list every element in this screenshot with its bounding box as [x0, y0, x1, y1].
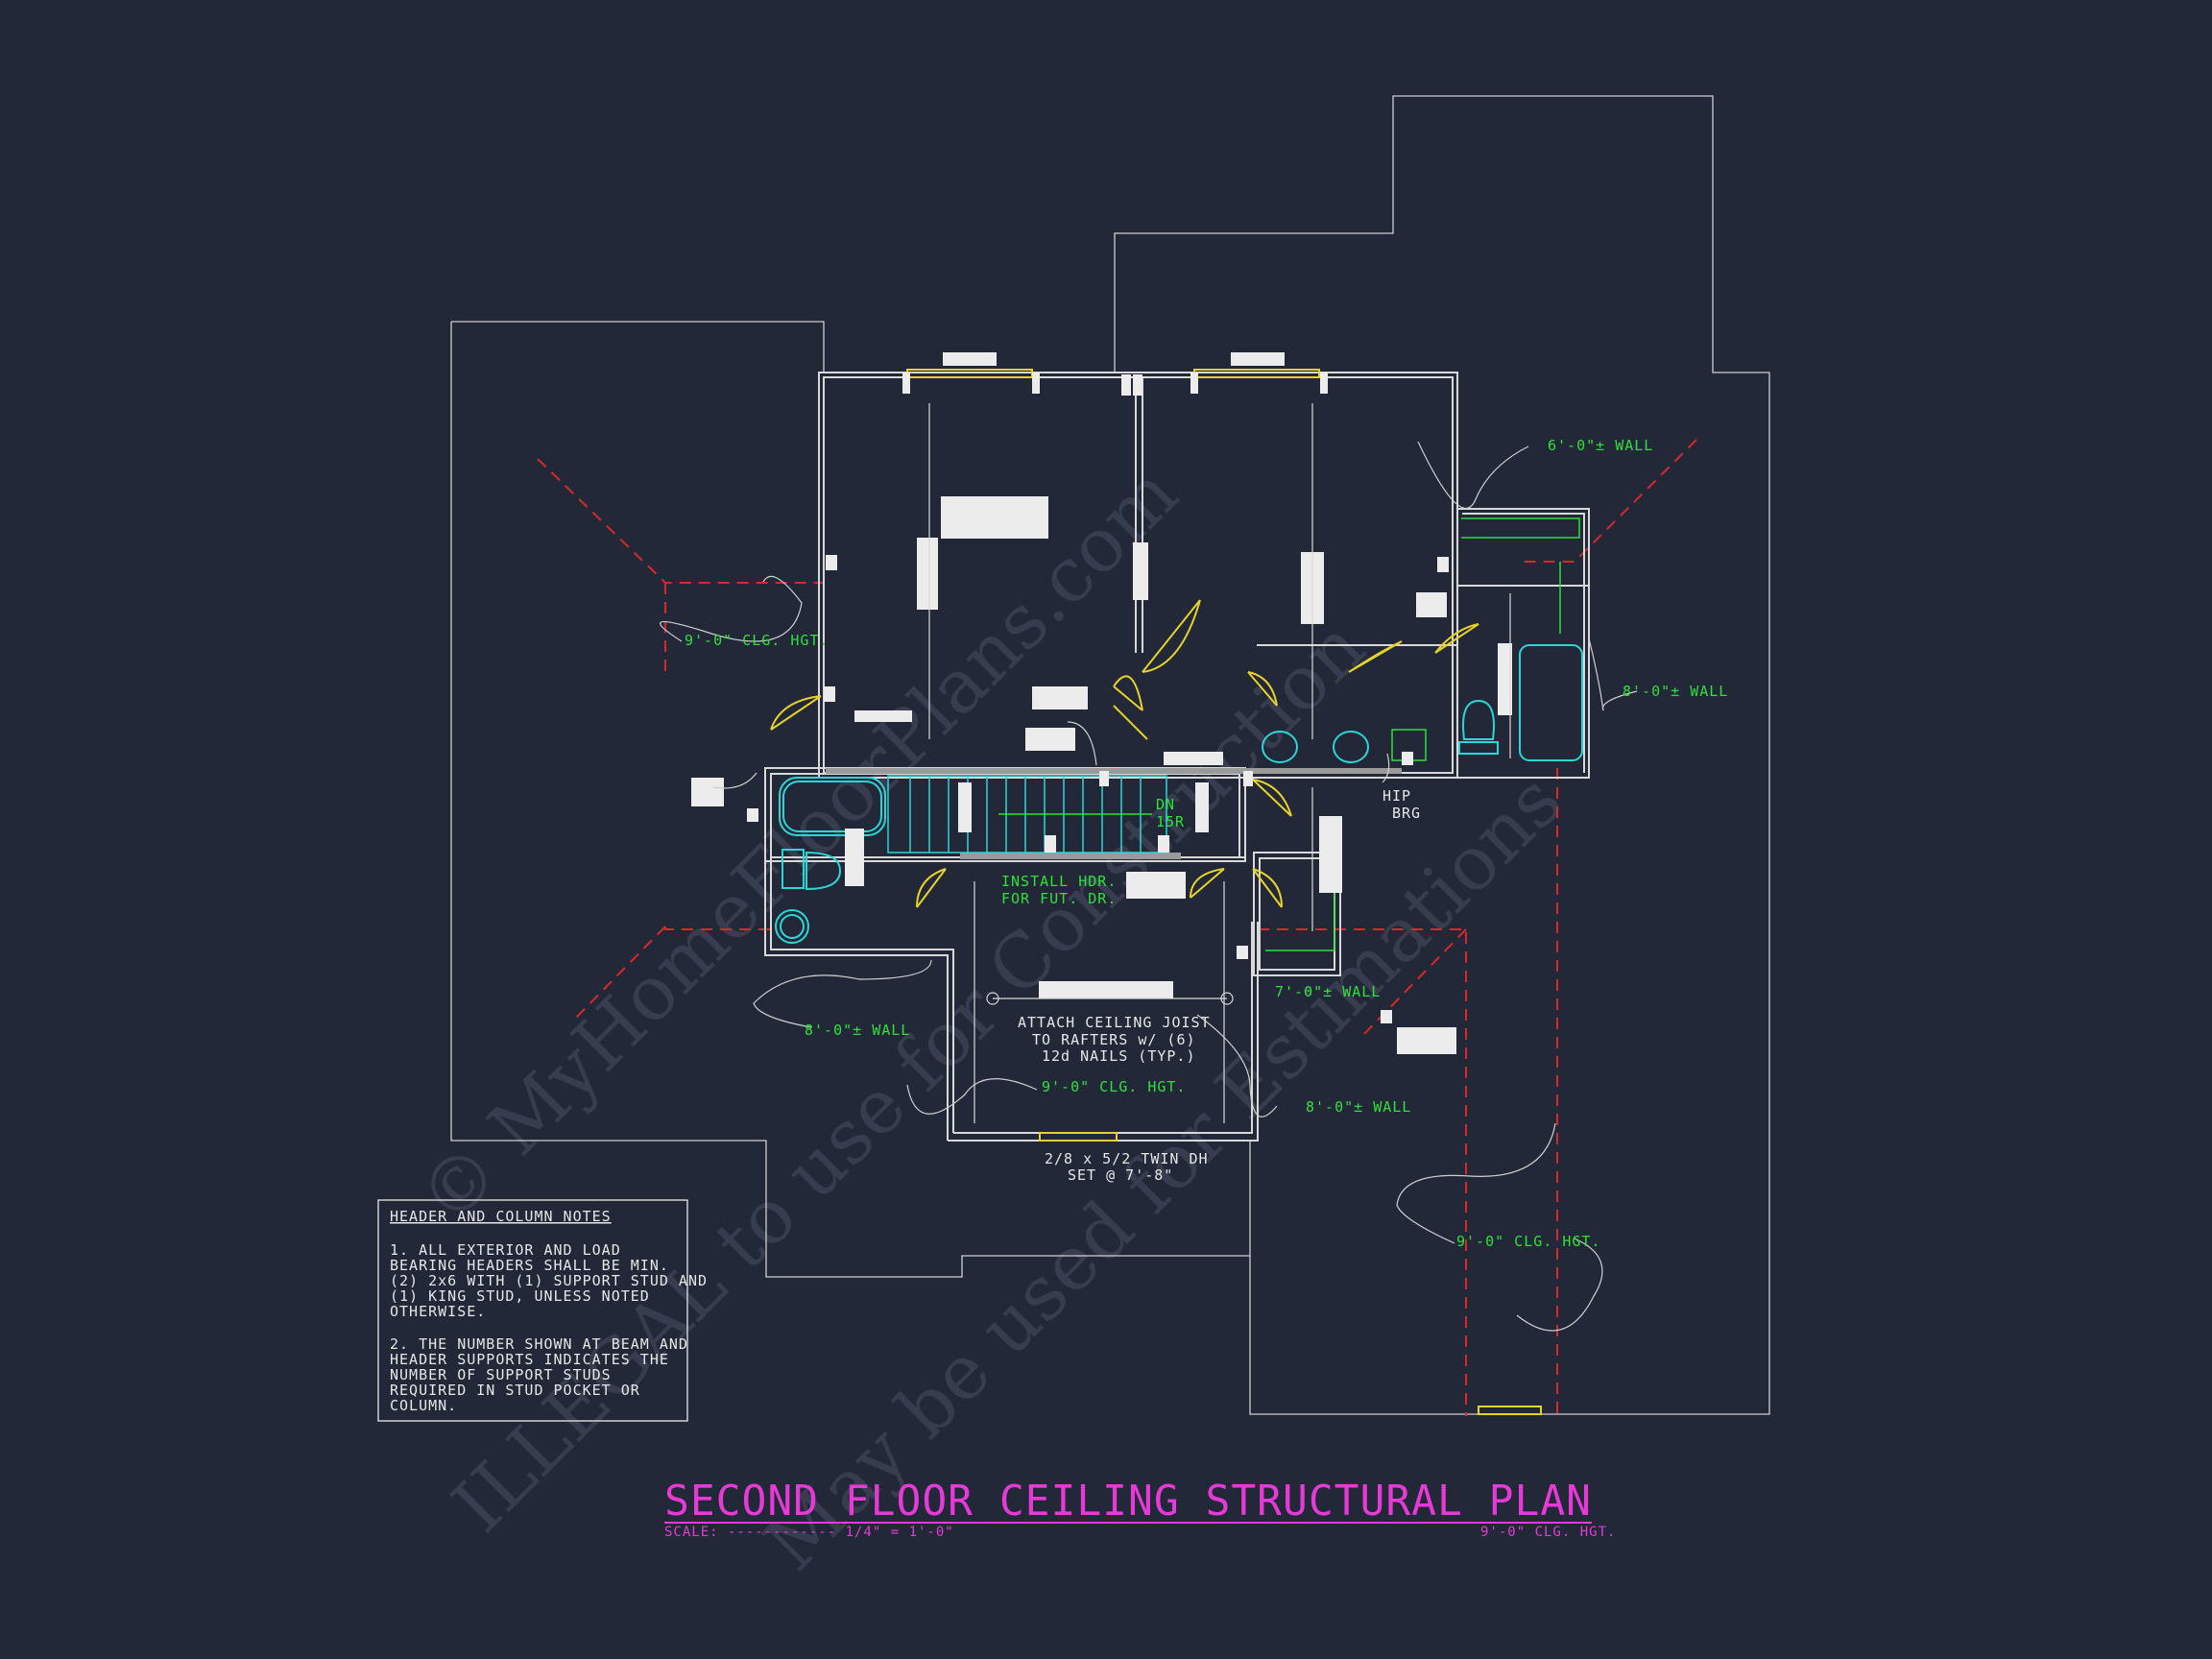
hip-label-1: HIP [1382, 787, 1411, 805]
leader-lines [660, 441, 1638, 1332]
span-arrows [928, 403, 1511, 1123]
attach-label-3: 12d NAILS (TYP.) [1042, 1047, 1196, 1065]
wall-8-left-label: 8'-0"± WALL [805, 1022, 910, 1039]
notes-box: HEADER AND COLUMN NOTES 1. ALL EXTERIOR … [377, 1199, 708, 1422]
plan-title: SECOND FLOOR CEILING STRUCTURAL PLAN [664, 1477, 1592, 1526]
title-block: SECOND FLOOR CEILING STRUCTURAL PLAN SCA… [664, 1477, 1616, 1540]
note1-line-4: (1) KING STUD, UNLESS NOTED [390, 1287, 650, 1305]
note2-line-1: 2. THE NUMBER SHOWN AT BEAM AND [390, 1335, 688, 1353]
install-hdr-label-2: FOR FUT. DR. [1001, 890, 1117, 907]
note1-line-5: OTHERWISE. [390, 1303, 486, 1320]
install-hdr-label-1: INSTALL HDR. [1001, 873, 1117, 890]
note1-line-3: (2) 2x6 WITH (1) SUPPORT STUD AND [390, 1272, 708, 1289]
note2-line-5: COLUMN. [390, 1397, 457, 1414]
attach-label-1: ATTACH CEILING JOIST [1018, 1014, 1211, 1031]
note2-line-2: HEADER SUPPORTS INDICATES THE [390, 1351, 669, 1368]
note2-line-3: NUMBER OF SUPPORT STUDS [390, 1366, 612, 1383]
stair-dn-label: DN [1156, 796, 1175, 813]
doors [770, 599, 1479, 908]
note1-line-2: BEARING HEADERS SHALL BE MIN. [390, 1257, 669, 1274]
hip-label-2: BRG [1392, 805, 1421, 822]
clg-hgt-center-label: 9'-0" CLG. HGT. [1042, 1078, 1186, 1095]
note2-line-4: REQUIRED IN STUD POCKET OR [390, 1382, 640, 1399]
window-label-2: SET @ 7'-8" [1068, 1166, 1173, 1184]
note1-line-1: 1. ALL EXTERIOR AND LOAD [390, 1241, 621, 1259]
wall-8-right-label: 8'-0"± WALL [1623, 683, 1728, 700]
wall-8-lower-label: 8'-0"± WALL [1306, 1098, 1411, 1116]
clg-hgt-lower-right-label: 9'-0" CLG. HGT. [1456, 1233, 1600, 1250]
notes-heading: HEADER AND COLUMN NOTES [390, 1208, 612, 1225]
clg-hgt-left-label: 9'-0" CLG. HGT. [685, 632, 829, 649]
stair-risers-label: 15R [1156, 813, 1185, 830]
wall-7-label: 7'-0"± WALL [1275, 983, 1381, 1000]
header-tags [691, 352, 1512, 1054]
annotations: 9'-0" CLG. HGT. 6'-0"± WALL 8'-0"± WALL … [685, 437, 1728, 1250]
scale-right-label: 9'-0" CLG. HGT. [1480, 1525, 1616, 1540]
attach-label-2: TO RAFTERS w/ (6) [1032, 1031, 1196, 1048]
wall-6-label: 6'-0"± WALL [1548, 437, 1653, 454]
window-label-1: 2/8 x 5/2 TWIN DH [1045, 1150, 1209, 1167]
bath-fixtures [775, 517, 1583, 951]
watermark-line-1: © MyHomeFloorPlans.com [403, 450, 1194, 1241]
watermark: © MyHomeFloorPlans.com ILLEGAL to use fo… [403, 450, 1578, 1587]
scale-label: SCALE: ------------ 1/4" = 1'-0" [664, 1525, 954, 1540]
